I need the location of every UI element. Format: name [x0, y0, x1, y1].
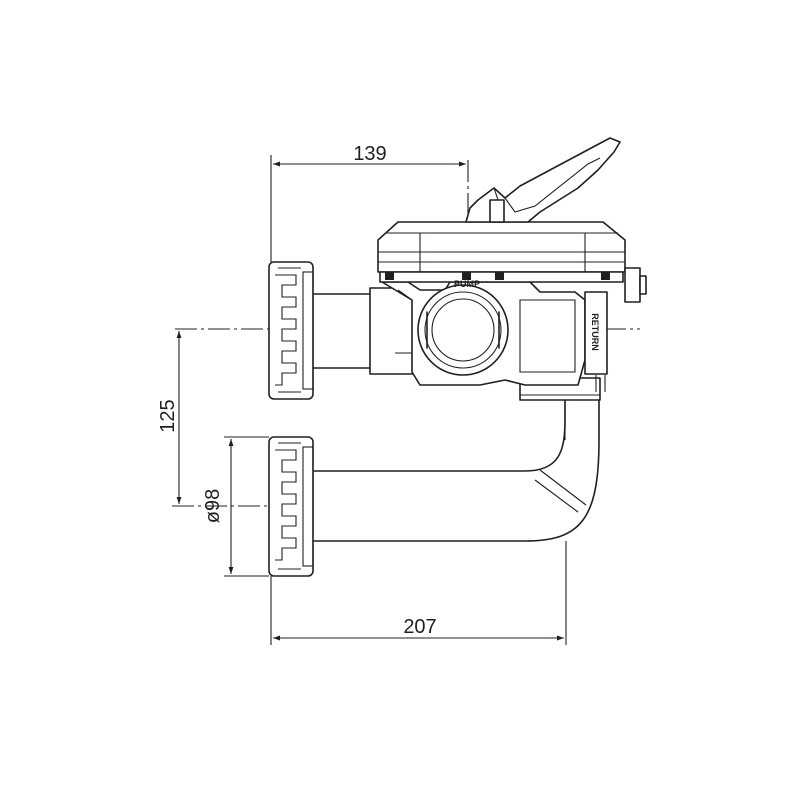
dimension-207-label: 207 [403, 616, 436, 638]
return-label: RETURN [590, 313, 600, 351]
union-nut-bottom [268, 436, 314, 577]
dimension-139: 139 [270, 143, 466, 262]
valve-lid [377, 221, 626, 283]
union-nut-top [268, 261, 314, 400]
return-pipe [304, 377, 601, 542]
pump-port [417, 284, 509, 376]
dimension-diameter-98-label: ø98 [202, 489, 224, 523]
pump-label: PUMP [454, 279, 480, 289]
dimension-125: 125 [157, 331, 182, 504]
dimension-125-label: 125 [157, 399, 179, 432]
port-labels: PUMP RETURN [454, 279, 600, 351]
dimension-139-label: 139 [353, 143, 386, 165]
dimension-diameter-98: ø98 [202, 436, 269, 577]
dimension-207: 207 [270, 541, 567, 645]
valve-handle [465, 137, 647, 303]
upper-pipe [304, 287, 422, 375]
